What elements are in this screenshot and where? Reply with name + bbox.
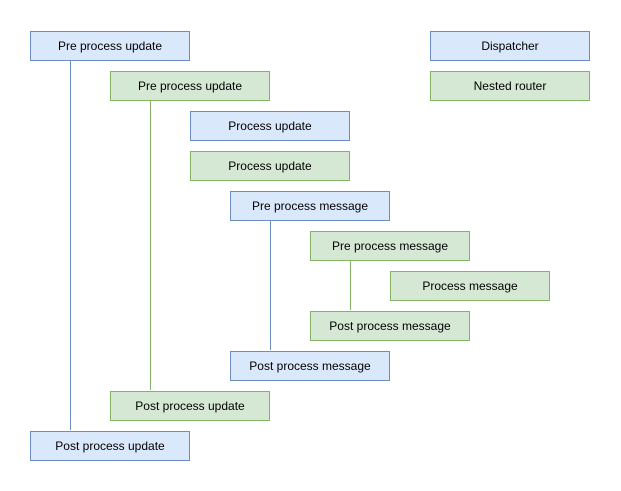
- legend-label: Nested router: [473, 79, 547, 93]
- node-label: Pre process update: [57, 39, 163, 53]
- node-label: Pre process message: [331, 239, 449, 253]
- node-pre-process-update-router: Pre process update: [110, 71, 270, 101]
- node-post-process-message-router: Post process message: [310, 311, 470, 341]
- node-process-update-router: Process update: [190, 151, 350, 181]
- node-post-process-update-dispatcher: Post process update: [30, 431, 190, 461]
- node-label: Process update: [228, 119, 312, 133]
- dispatcher-connector-line: [270, 221, 271, 350]
- node-label: Post process message: [329, 319, 451, 333]
- dispatcher-connector-line: [70, 61, 71, 430]
- node-pre-process-message-router: Pre process message: [310, 231, 470, 261]
- node-post-process-message-dispatcher: Post process message: [230, 351, 390, 381]
- node-label: Process message: [422, 279, 518, 293]
- node-label: Post process update: [135, 399, 245, 413]
- router-connector-line: [350, 261, 351, 310]
- legend-dispatcher-dispatcher: Dispatcher: [430, 31, 590, 61]
- node-pre-process-update-dispatcher: Pre process update: [30, 31, 190, 61]
- legend-nested-router-router: Nested router: [430, 71, 590, 101]
- router-connector-line: [150, 101, 151, 390]
- node-process-message-router: Process message: [390, 271, 550, 301]
- node-label: Post process update: [55, 439, 165, 453]
- node-label: Pre process message: [251, 199, 369, 213]
- legend-label: Dispatcher: [481, 39, 539, 53]
- node-pre-process-message-dispatcher: Pre process message: [230, 191, 390, 221]
- node-post-process-update-router: Post process update: [110, 391, 270, 421]
- node-label: Post process message: [249, 359, 371, 373]
- node-process-update-dispatcher: Process update: [190, 111, 350, 141]
- node-label: Pre process update: [137, 79, 243, 93]
- node-label: Process update: [228, 159, 312, 173]
